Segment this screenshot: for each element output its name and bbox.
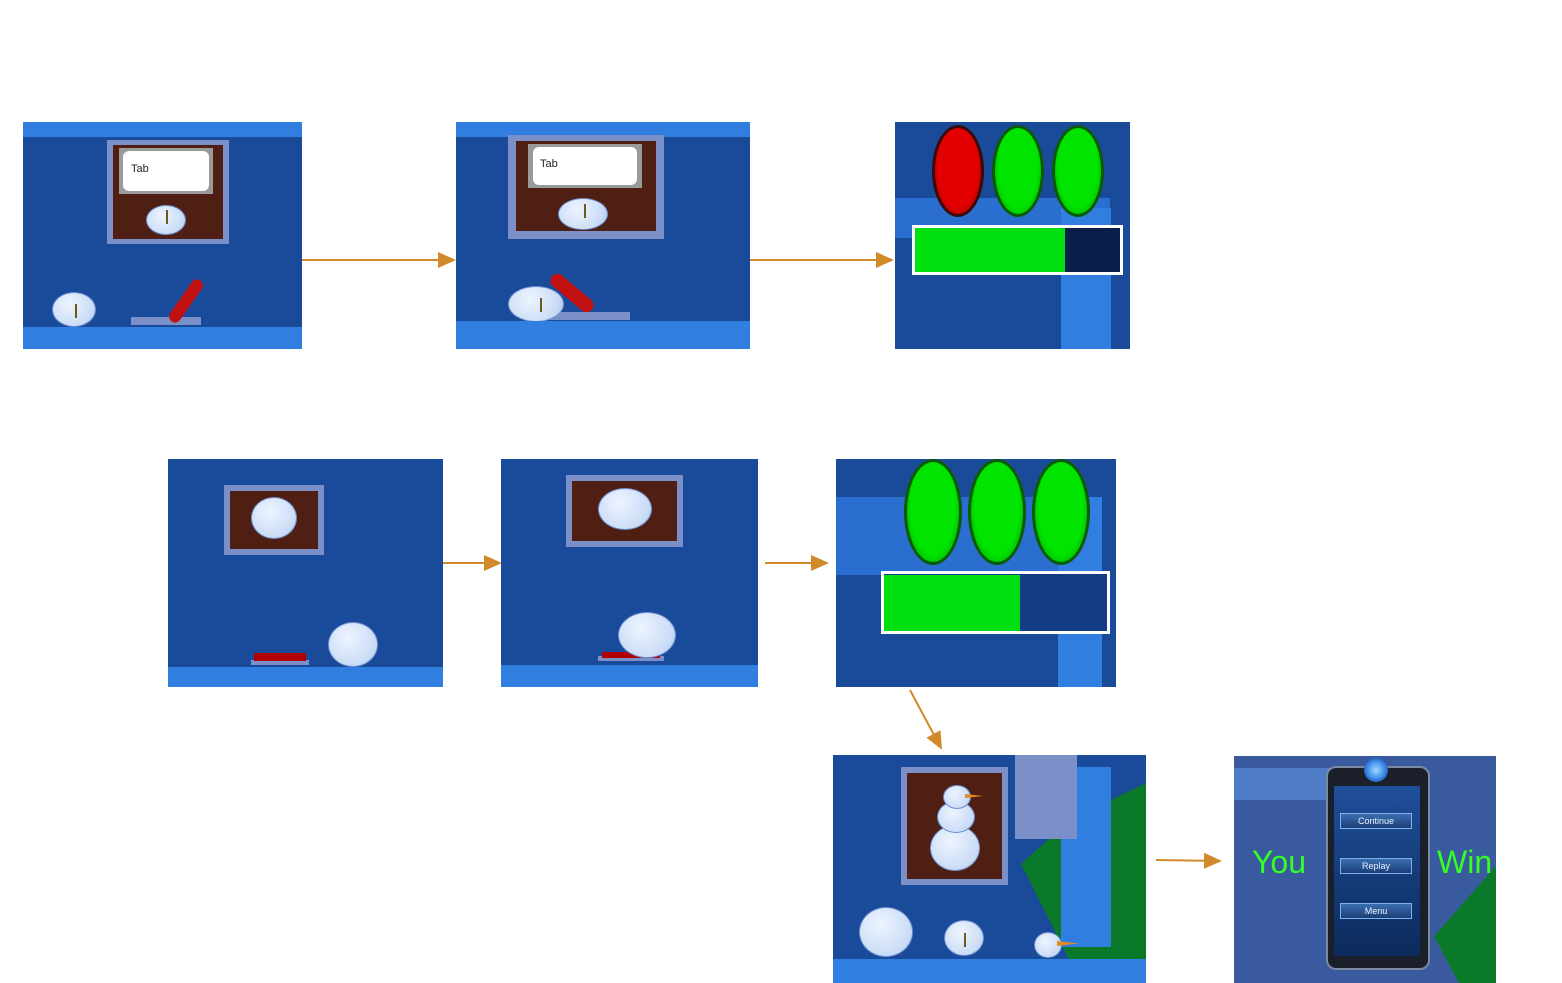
panel-tab-hint-lever-up: Tab: [23, 122, 302, 349]
progress-fill: [884, 575, 1020, 631]
panel-you-win: Continue Replay Menu You Win: [1234, 756, 1496, 983]
lever-base: [131, 317, 201, 325]
pressure-button: [254, 653, 306, 661]
floor: [456, 321, 750, 349]
floor: [833, 959, 1146, 983]
progress-fill: [915, 227, 1065, 273]
tab-label: Tab: [131, 163, 149, 175]
status-light-2: [968, 459, 1026, 565]
device-top-icon: [1364, 758, 1388, 782]
panel-tab-hint-lever-down: Tab: [456, 122, 750, 349]
snowball-body: [52, 292, 96, 327]
panel-progress-all-green: [836, 459, 1116, 687]
snowball-body: [508, 286, 564, 322]
snowball: [328, 622, 378, 667]
pressure-plate-base: [251, 660, 309, 665]
panel-ball-on-button: [501, 459, 758, 687]
carrot-nose: [1057, 941, 1079, 946]
tab-key-sign: Tab: [119, 148, 213, 194]
ceiling: [23, 122, 302, 137]
progress-bar: [912, 225, 1123, 275]
floor: [23, 327, 302, 349]
status-light-3: [1032, 459, 1090, 565]
continue-button[interactable]: Continue: [1340, 813, 1412, 829]
floor: [168, 667, 443, 687]
green-ramp: [1434, 866, 1496, 983]
status-light-1: [904, 459, 962, 565]
status-light-1: [932, 125, 984, 217]
win-text-left: You: [1252, 844, 1306, 880]
status-light-3: [1052, 125, 1104, 217]
menu-button[interactable]: Menu: [1340, 903, 1412, 919]
snowball-large: [859, 907, 913, 957]
floor: [501, 665, 758, 687]
tab-label: Tab: [540, 158, 558, 170]
arrow-p6-p7: [909, 689, 942, 750]
win-text-right: Win: [1437, 844, 1493, 880]
ceiling: [456, 122, 750, 137]
carrot-nose: [965, 794, 983, 798]
progress-bar: [881, 571, 1110, 634]
status-light-2: [992, 125, 1044, 217]
panel-progress-partial: [895, 122, 1130, 349]
snowball-in-frame: [251, 497, 297, 539]
lever-base: [536, 312, 630, 320]
arrow-p7-p8: [1155, 852, 1222, 869]
snowball: [618, 612, 676, 658]
snowball-in-frame: [558, 198, 608, 230]
gray-block: [1015, 755, 1077, 839]
snowball-in-frame: [598, 488, 652, 530]
pressure-button: [602, 652, 660, 658]
tab-key-sign: Tab: [528, 144, 642, 188]
pressure-plate-base: [598, 656, 664, 661]
panel-ball-beside-button: [168, 459, 443, 687]
panel-snowman-built: [833, 755, 1146, 983]
replay-button[interactable]: Replay: [1340, 858, 1412, 874]
